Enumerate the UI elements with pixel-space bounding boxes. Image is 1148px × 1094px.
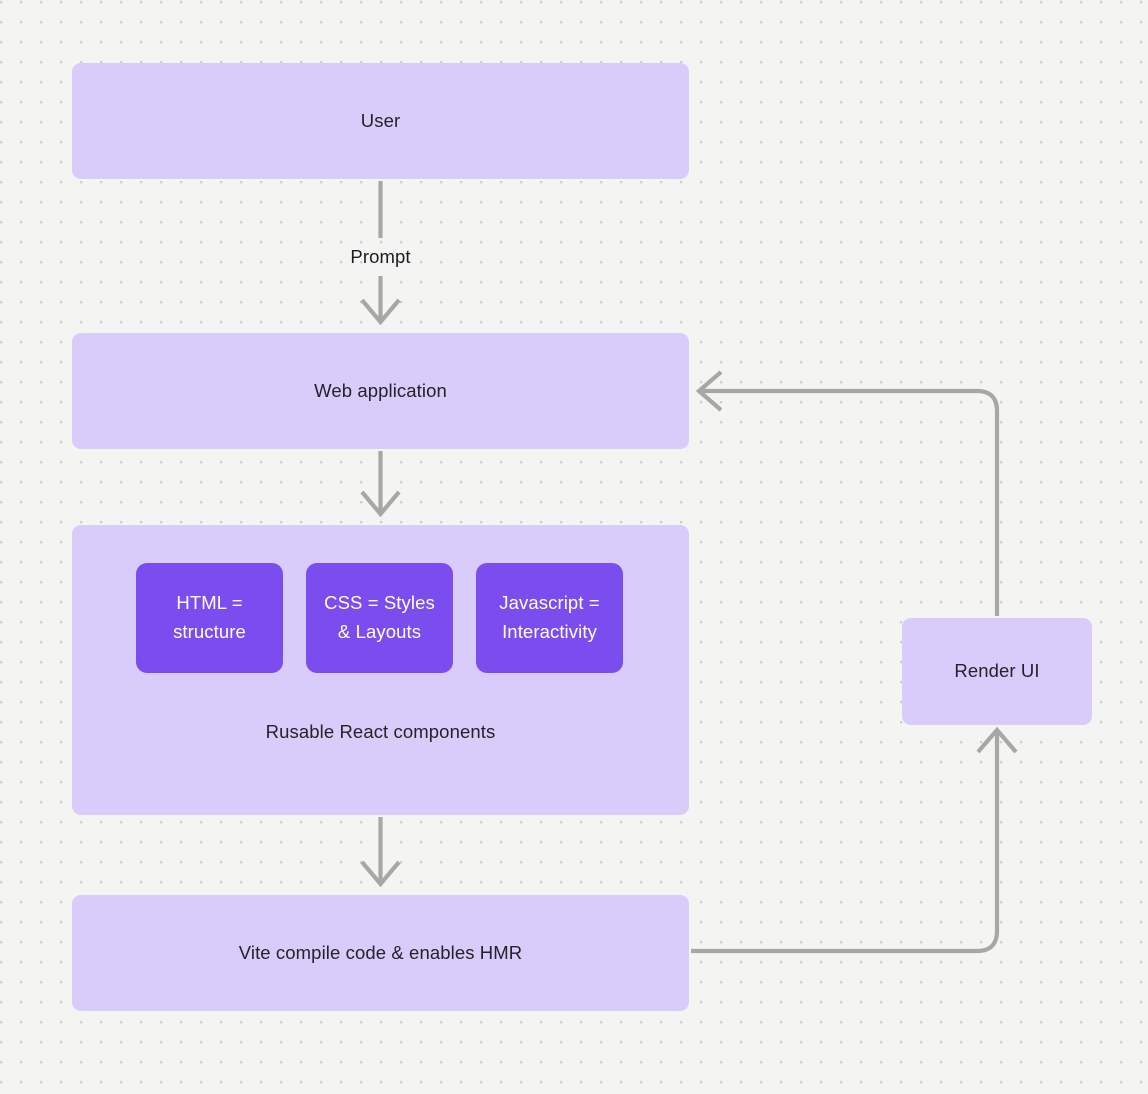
edge-vite-to-render — [691, 731, 1000, 954]
edge-web-to-components-arrowhead — [360, 490, 401, 518]
node-user-label: User — [360, 109, 401, 131]
edge-label-prompt: Prompt — [350, 246, 411, 267]
node-javascript[interactable]: Javascript = Interactivity — [476, 563, 623, 673]
node-javascript-label-line2: Interactivity — [502, 621, 597, 642]
edge-render-to-web — [700, 388, 1000, 616]
node-render-ui-label: Render UI — [954, 660, 1040, 682]
node-components-group[interactable]: HTML = structure CSS = Styles & Layouts … — [72, 525, 689, 815]
node-html-label-line1: HTML = — [176, 592, 243, 614]
node-css[interactable]: CSS = Styles & Layouts — [306, 563, 453, 673]
node-components-group-label: Rusable React components — [265, 721, 496, 742]
edge-user-to-web-arrowhead — [360, 298, 401, 326]
edge-components-to-vite-arrowhead — [360, 860, 401, 888]
node-css-label-line2: & Layouts — [337, 621, 422, 642]
node-user[interactable]: User — [72, 63, 689, 179]
node-vite-label: Vite compile code & enables HMR — [238, 941, 523, 963]
edge-render-to-web-arrowhead — [695, 370, 723, 412]
node-vite[interactable]: Vite compile code & enables HMR — [72, 895, 689, 1011]
node-web-application[interactable]: Web application — [72, 333, 689, 449]
node-javascript-label-line1: Javascript = — [499, 592, 600, 614]
node-web-application-label: Web application — [314, 379, 447, 401]
node-html[interactable]: HTML = structure — [136, 563, 283, 673]
node-css-label-line1: CSS = Styles — [324, 592, 435, 614]
node-html-label-line2: structure — [173, 621, 246, 642]
node-render-ui[interactable]: Render UI — [902, 618, 1092, 725]
edge-vite-to-render-arrowhead — [976, 726, 1018, 754]
